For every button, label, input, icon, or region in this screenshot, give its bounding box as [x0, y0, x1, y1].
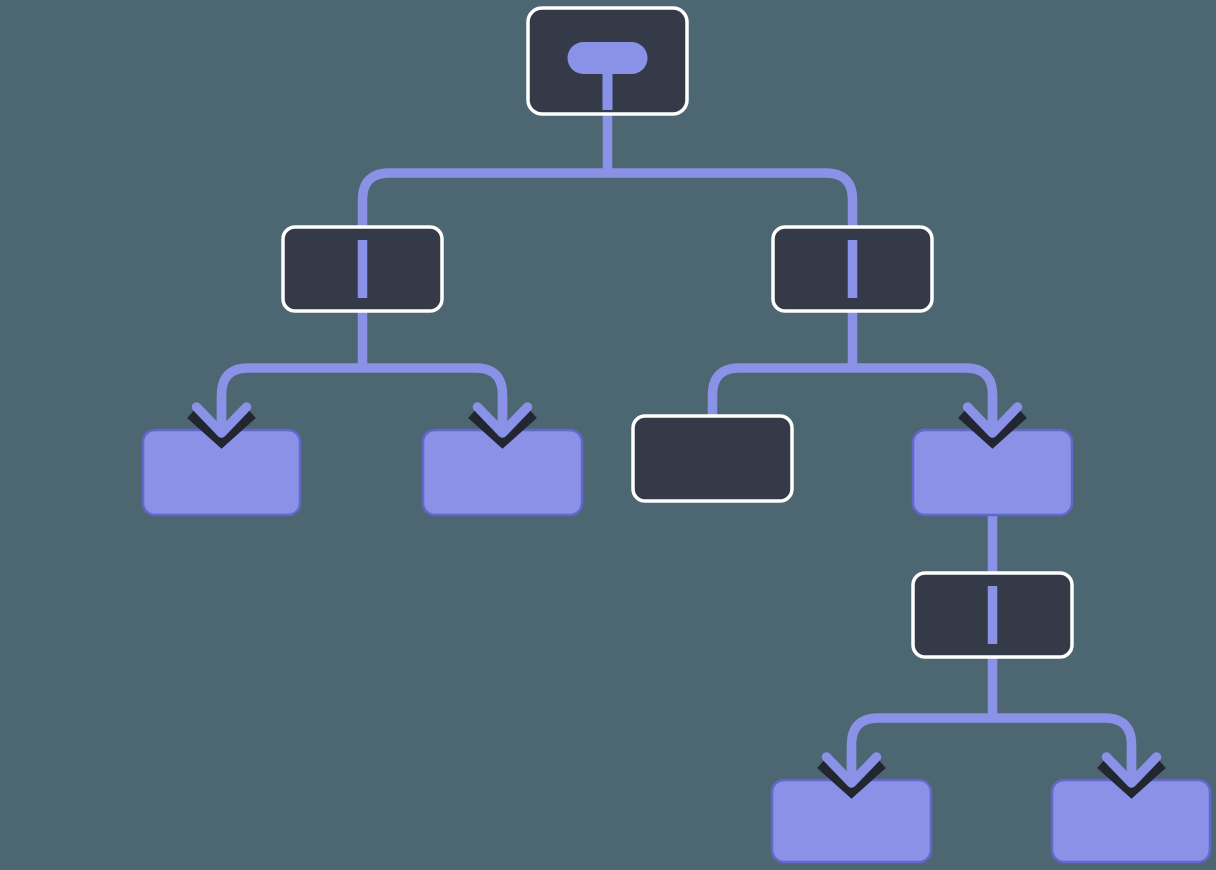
- arrow-chevron-purple: [821, 752, 882, 788]
- connector-bottom-split: [846, 713, 1137, 783]
- arrow-chevron-dark: [1097, 756, 1166, 799]
- arrow-chevron-dark: [468, 406, 537, 449]
- connector-right-split: [707, 363, 998, 433]
- arrow-chevron-purple: [962, 402, 1023, 438]
- arrow-down-icon: [468, 396, 537, 449]
- connector-left-split: [216, 363, 508, 433]
- arrow-chevron-dark: [187, 406, 256, 449]
- arrow-chevron-dark: [817, 756, 886, 799]
- connector-level1-split: [357, 168, 858, 228]
- connectors-layer: [216, 114, 1137, 783]
- arrow-down-icon: [958, 396, 1027, 449]
- arrow-chevron-purple: [1101, 752, 1162, 788]
- arrow-down-icon: [817, 746, 886, 799]
- arrow-chevron-purple: [191, 402, 252, 438]
- arrow-down-icon: [1097, 746, 1166, 799]
- root-pill-icon: [567, 42, 648, 74]
- nodes-layer: [141, 6, 1212, 864]
- overlays-layer: [357, 42, 998, 644]
- node-leaf-mid-dark[interactable]: [631, 414, 794, 503]
- arrow-markers-layer: [187, 396, 1166, 799]
- arrow-chevron-purple: [472, 402, 533, 438]
- arrow-down-icon: [187, 396, 256, 449]
- arrow-chevron-dark: [958, 406, 1027, 449]
